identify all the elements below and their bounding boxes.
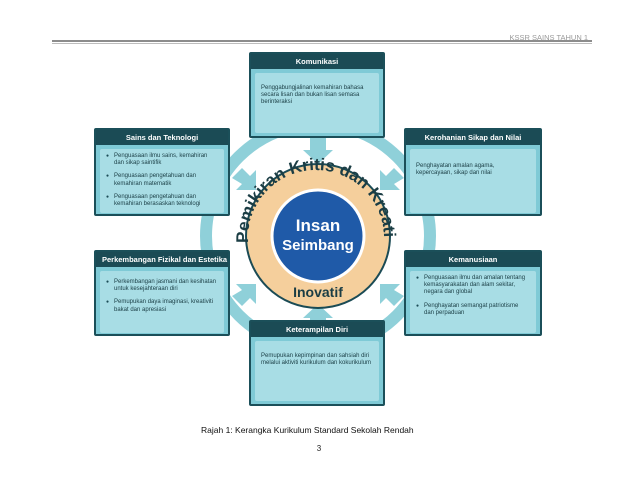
core-line-2: Seimbang [282,237,354,254]
arrow-top [303,138,333,164]
panel-title: Perkembangan Fizikal dan Estetika [96,252,228,267]
panel-fizikal-estetika: Perkembangan Fizikal dan Estetika Perkem… [94,250,230,336]
list-item: Perkembangan jasmani dan kesihatan untuk… [106,279,218,293]
arrow-bottom-left [232,284,256,306]
figure-caption: Rajah 1: Kerangka Kurikulum Standard Sek… [201,425,414,435]
panel-title: Komunikasi [251,54,383,69]
core-line-1: Insan [296,216,340,235]
bullet-list: Penguasaan ilmu sains, kemahiran dan sik… [100,149,224,218]
list-item: Pemupukan daya imaginasi, kreativiti bak… [106,299,218,313]
panel-title: Kerohanian Sikap dan Nilai [406,130,540,145]
bullet-list: Perkembangan jasmani dan kesihatan untuk… [100,271,224,324]
arrow-top-left [232,168,256,190]
panel-kemanusiaan: Kemanusiaan Penguasaan ilmu dan amalan t… [404,250,542,336]
panel-body: Penghayatan amalan agama, kepercayaan, s… [410,149,536,213]
panel-text: Penghayatan amalan agama, kepercayaan, s… [416,163,495,177]
list-item: Penguasaan ilmu dan amalan tentang kemas… [416,275,530,297]
bullet-list: Penguasaan ilmu dan amalan tentang kemas… [410,271,536,327]
panel-title: Kemanusiaan [406,252,540,267]
core-circle [270,188,366,284]
panel-title: Sains dan Teknologi [96,130,228,145]
page-number: 3 [316,444,322,453]
panel-text: Penggabungjalinan kemahiran bahasa secar… [261,85,364,106]
panel-text: Pemupukan kepimpinan dan sahsiah diri me… [261,353,372,367]
panel-sains-teknologi: Sains dan Teknologi Penguasaan ilmu sain… [94,128,230,216]
list-item: Penguasaan pengetahuan dan kemahiran mat… [106,173,218,187]
running-header: KSSR SAINS TAHUN 1 [509,33,589,42]
list-item: Penghayatan semangat patriotisme dan per… [416,303,530,317]
arrow-top-right [380,168,404,190]
panel-body: Pemupukan kepimpinan dan sahsiah diri me… [255,341,379,401]
list-item: Penguasaan ilmu sains, kemahiran dan sik… [106,153,218,167]
header-rule [52,40,592,42]
panel-kerohanian: Kerohanian Sikap dan Nilai Penghayatan a… [404,128,542,216]
panel-title: Keterampilan Diri [251,322,383,337]
panel-body: Penguasaan ilmu dan amalan tentang kemas… [410,271,536,333]
list-item: Penguasaan pengetahuan dan kemahiran ber… [106,194,218,208]
arrow-bottom-right [380,284,404,306]
bottom-arc-text: Inovatif [293,284,343,300]
panel-body: Perkembangan jasmani dan kesihatan untuk… [100,271,224,333]
panel-body: Penguasaan ilmu sains, kemahiran dan sik… [100,149,224,213]
header-rule-thin [52,43,592,44]
panel-keterampilan-diri: Keterampilan Diri Pemupukan kepimpinan d… [249,320,385,406]
panel-body: Penggabungjalinan kemahiran bahasa secar… [255,73,379,133]
panel-komunikasi: Komunikasi Penggabungjalinan kemahiran b… [249,52,385,138]
